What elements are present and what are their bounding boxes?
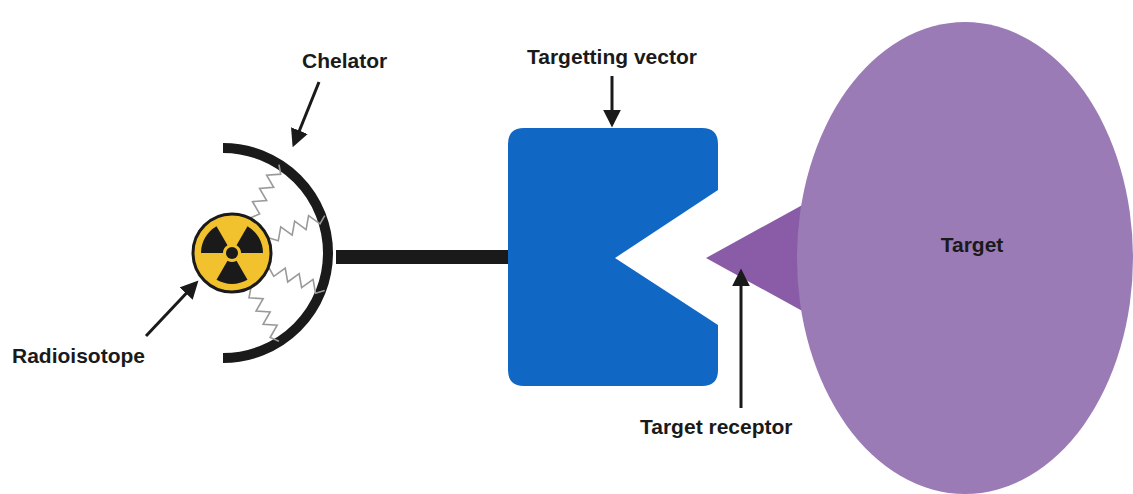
leader-arrow — [740, 272, 743, 408]
part-label: Radioisotope — [12, 343, 145, 368]
trefoil-blade — [217, 261, 248, 284]
trefoil-blade — [201, 226, 228, 253]
target-label: Target — [941, 232, 1004, 257]
coordination-bond — [249, 288, 279, 341]
part-label: Chelator — [302, 48, 387, 73]
leader-arrow — [294, 82, 319, 144]
targeting-vector-shape — [508, 128, 718, 386]
radioisotope-circle — [193, 214, 271, 292]
trefoil-blade — [237, 226, 264, 253]
radiation-symbol — [201, 226, 263, 284]
target-cell: Target — [797, 22, 1133, 494]
linker-bar — [336, 250, 510, 264]
coordination-bond — [269, 268, 325, 293]
coordination-bond — [251, 165, 281, 218]
coordination-bond — [269, 216, 325, 241]
part-label: Target receptor — [640, 414, 793, 439]
leader-arrow — [146, 283, 196, 336]
trefoil-center — [226, 247, 238, 259]
target-ellipse — [797, 22, 1133, 494]
target-outline — [797, 22, 1133, 494]
target-receptor-triangle — [706, 203, 806, 313]
leader-arrow — [611, 76, 614, 124]
part-label: Targetting vector — [527, 44, 697, 69]
